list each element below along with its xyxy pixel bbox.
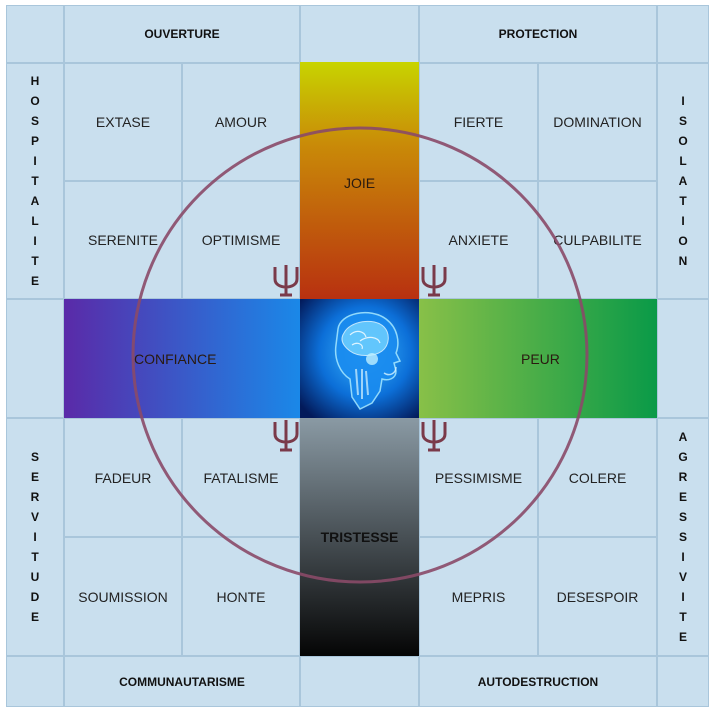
header-communautarisme: COMMUNAUTARISME <box>64 656 300 707</box>
side-label-letter: E <box>30 470 39 484</box>
side-label-letter: L <box>31 214 39 228</box>
emotion-domination: DOMINATION <box>538 63 657 181</box>
side-label-letter: G <box>678 450 688 464</box>
side-label-letter: T <box>679 194 687 208</box>
side-center-cell <box>657 299 709 418</box>
side-label-letter: S <box>678 114 687 128</box>
emotion-honte: HONTE <box>182 537 300 656</box>
brain-head-icon <box>300 299 419 418</box>
side-label-letter: E <box>678 490 687 504</box>
side-label-letter: V <box>678 570 687 584</box>
psi-symbol-icon <box>273 420 299 452</box>
side-label-letter: U <box>30 570 40 584</box>
side-label-letter: I <box>33 154 37 168</box>
side-label-letter: I <box>681 214 685 228</box>
side-label-letter: T <box>31 174 39 188</box>
side-center-cell <box>6 299 64 418</box>
side-label-letter: E <box>30 274 39 288</box>
emotion-fatalisme: FATALISME <box>182 418 300 537</box>
header-protection: PROTECTION <box>419 5 657 63</box>
footer-center-cell <box>300 656 419 707</box>
side-label-letter: S <box>678 510 687 524</box>
side-label-letter: O <box>678 234 688 248</box>
side-label-letter: T <box>679 610 687 624</box>
emotion-colere: COLERE <box>538 418 657 537</box>
corner-cell <box>657 656 709 707</box>
psi-symbol-icon <box>273 265 299 297</box>
psi-symbol-icon <box>421 265 447 297</box>
corner-cell <box>6 5 64 63</box>
emotion-fadeur: FADEUR <box>64 418 182 537</box>
side-label-letter: O <box>30 94 40 108</box>
side-label-letter: E <box>30 610 39 624</box>
peur-bar <box>419 299 657 418</box>
tristesse-bar <box>300 418 419 656</box>
corner-cell <box>6 656 64 707</box>
side-label-letter: V <box>30 510 39 524</box>
side-label-letter: A <box>678 174 688 188</box>
side-label-letter: S <box>30 450 39 464</box>
side-label-letter: R <box>678 470 688 484</box>
emotion-serenite: SERENITE <box>64 181 182 299</box>
side-label-letter: T <box>31 254 39 268</box>
side-label-letter: N <box>678 254 688 268</box>
corner-cell <box>657 5 709 63</box>
psi-symbol-icon <box>421 420 447 452</box>
side-label-letter: D <box>30 590 40 604</box>
axis-confiance-label: CONFIANCE <box>134 351 217 367</box>
side-label-letter: S <box>30 114 39 128</box>
side-label-letter: I <box>33 234 37 248</box>
side-label-letter: E <box>678 630 687 644</box>
side-label-letter: R <box>30 490 40 504</box>
side-label-letter: A <box>30 194 40 208</box>
emotion-optimisme: OPTIMISME <box>182 181 300 299</box>
header-ouverture: OUVERTURE <box>64 5 300 63</box>
emotion-desespoir: DESESPOIR <box>538 537 657 656</box>
axis-tristesse-label: TRISTESSE <box>320 529 399 545</box>
joie-bar <box>300 62 419 300</box>
axis-peur-label: PEUR <box>521 351 560 367</box>
emotion-soumission: SOUMISSION <box>64 537 182 656</box>
emotion-pessimisme: PESSIMISME <box>419 418 538 537</box>
emotion-mepris: MEPRIS <box>419 537 538 656</box>
side-label-letter: O <box>678 134 688 148</box>
header-autodestruction: AUTODESTRUCTION <box>419 656 657 707</box>
confiance-bar <box>64 299 300 418</box>
emotion-extase: EXTASE <box>64 63 182 181</box>
side-label-letter: I <box>33 530 37 544</box>
side-label-letter: I <box>681 590 685 604</box>
side-label-letter: I <box>681 94 685 108</box>
emotion-fierte: FIERTE <box>419 63 538 181</box>
side-label-letter: I <box>681 550 685 564</box>
side-label-letter: T <box>31 550 39 564</box>
emotion-amour: AMOUR <box>182 63 300 181</box>
side-label-letter: A <box>678 430 688 444</box>
emotion-anxiete: ANXIETE <box>419 181 538 299</box>
emotion-culpabilite: CULPABILITE <box>538 181 657 299</box>
side-label-letter: P <box>30 134 39 148</box>
axis-joie-label: JOIE <box>343 175 376 191</box>
side-label-letter: H <box>30 74 40 88</box>
side-label-letter: S <box>678 530 687 544</box>
emotion-circle <box>131 126 589 584</box>
side-label-letter: L <box>679 154 687 168</box>
